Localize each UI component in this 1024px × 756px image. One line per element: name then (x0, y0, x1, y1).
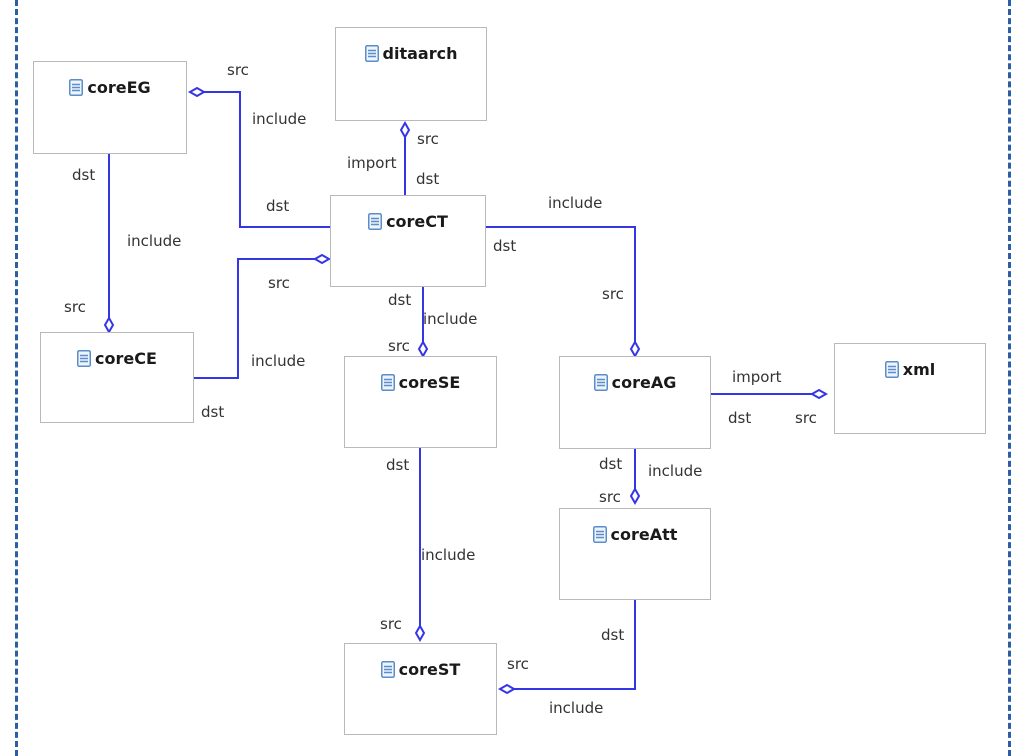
edge-label-src: src (380, 615, 402, 633)
module-name-coreCE: coreCE (95, 349, 157, 368)
aggregation-diamond (103, 315, 115, 335)
module-name-coreAtt: coreAtt (610, 525, 678, 544)
module-file-icon (380, 661, 395, 678)
module-file-icon (380, 374, 395, 391)
edge-label-dst: dst (388, 291, 412, 309)
aggregation-diamond (497, 683, 517, 695)
aggregation-diamond (417, 339, 429, 359)
connector-coreAtt-coreST (514, 598, 636, 690)
aggregation-diamond (187, 86, 207, 98)
connector-coreCE-coreCT (194, 258, 315, 379)
edge-label-src: src (417, 130, 439, 148)
module-box-coreAG[interactable]: coreAG (559, 356, 711, 449)
edge-label-src: src (268, 274, 290, 292)
module-name-coreEG: coreEG (87, 78, 151, 97)
module-name-xml: xml (902, 360, 936, 379)
edge-label-include: include (648, 462, 703, 480)
connector-coreCT-coreEG (204, 91, 331, 228)
aggregation-diamond (629, 486, 641, 506)
module-box-coreAtt[interactable]: coreAtt (559, 508, 711, 600)
right-dashed-border (1008, 0, 1011, 756)
edge-label-src: src (388, 337, 410, 355)
edge-label-src: src (227, 61, 249, 79)
module-file-icon (368, 213, 383, 230)
edge-label-dst: dst (266, 197, 290, 215)
module-name-ditaarch: ditaarch (382, 44, 458, 63)
edge-label-dst: dst (599, 455, 623, 473)
module-name-coreCT: coreCT (386, 212, 448, 231)
edge-label-include: include (127, 232, 182, 250)
aggregation-diamond (629, 339, 641, 359)
edge-label-import: import (732, 368, 782, 386)
connector-coreCT-coreAG (485, 226, 636, 342)
left-dashed-border (15, 0, 18, 756)
edge-label-src: src (64, 298, 86, 316)
module-file-icon (593, 374, 608, 391)
module-box-xml[interactable]: xml (834, 343, 986, 434)
module-file-icon (69, 79, 84, 96)
edge-label-include: include (548, 194, 603, 212)
edge-label-include: include (549, 699, 604, 717)
aggregation-diamond (399, 120, 411, 140)
module-file-icon (77, 350, 92, 367)
module-file-icon (364, 45, 379, 62)
edge-label-src: src (599, 488, 621, 506)
aggregation-diamond (809, 388, 829, 400)
module-box-coreST[interactable]: coreST (344, 643, 497, 735)
edge-label-src: src (507, 655, 529, 673)
module-name-coreSE: coreSE (398, 373, 461, 392)
module-box-coreCE[interactable]: coreCE (40, 332, 194, 423)
aggregation-diamond (414, 623, 426, 643)
edge-label-src: src (602, 285, 624, 303)
edge-label-import: import (347, 154, 397, 172)
module-box-coreSE[interactable]: coreSE (344, 356, 497, 448)
edge-label-dst: dst (601, 626, 625, 644)
edge-label-include: include (423, 310, 478, 328)
edge-label-dst: dst (386, 456, 410, 474)
module-file-icon (592, 526, 607, 543)
edge-label-include: include (421, 546, 476, 564)
edge-label-dst: dst (201, 403, 225, 421)
edge-label-dst: dst (72, 166, 96, 184)
module-name-coreAG: coreAG (611, 373, 677, 392)
edge-label-dst: dst (493, 237, 517, 255)
aggregation-diamond (312, 253, 332, 265)
edge-label-dst: dst (728, 409, 752, 427)
module-file-icon (884, 361, 899, 378)
module-box-ditaarch[interactable]: ditaarch (335, 27, 487, 121)
edge-label-include: include (251, 352, 306, 370)
module-box-coreEG[interactable]: coreEG (33, 61, 187, 154)
edge-label-include: include (252, 110, 307, 128)
module-name-coreST: coreST (398, 660, 461, 679)
edge-label-dst: dst (416, 170, 440, 188)
module-box-coreCT[interactable]: coreCT (330, 195, 486, 287)
edge-label-src: src (795, 409, 817, 427)
